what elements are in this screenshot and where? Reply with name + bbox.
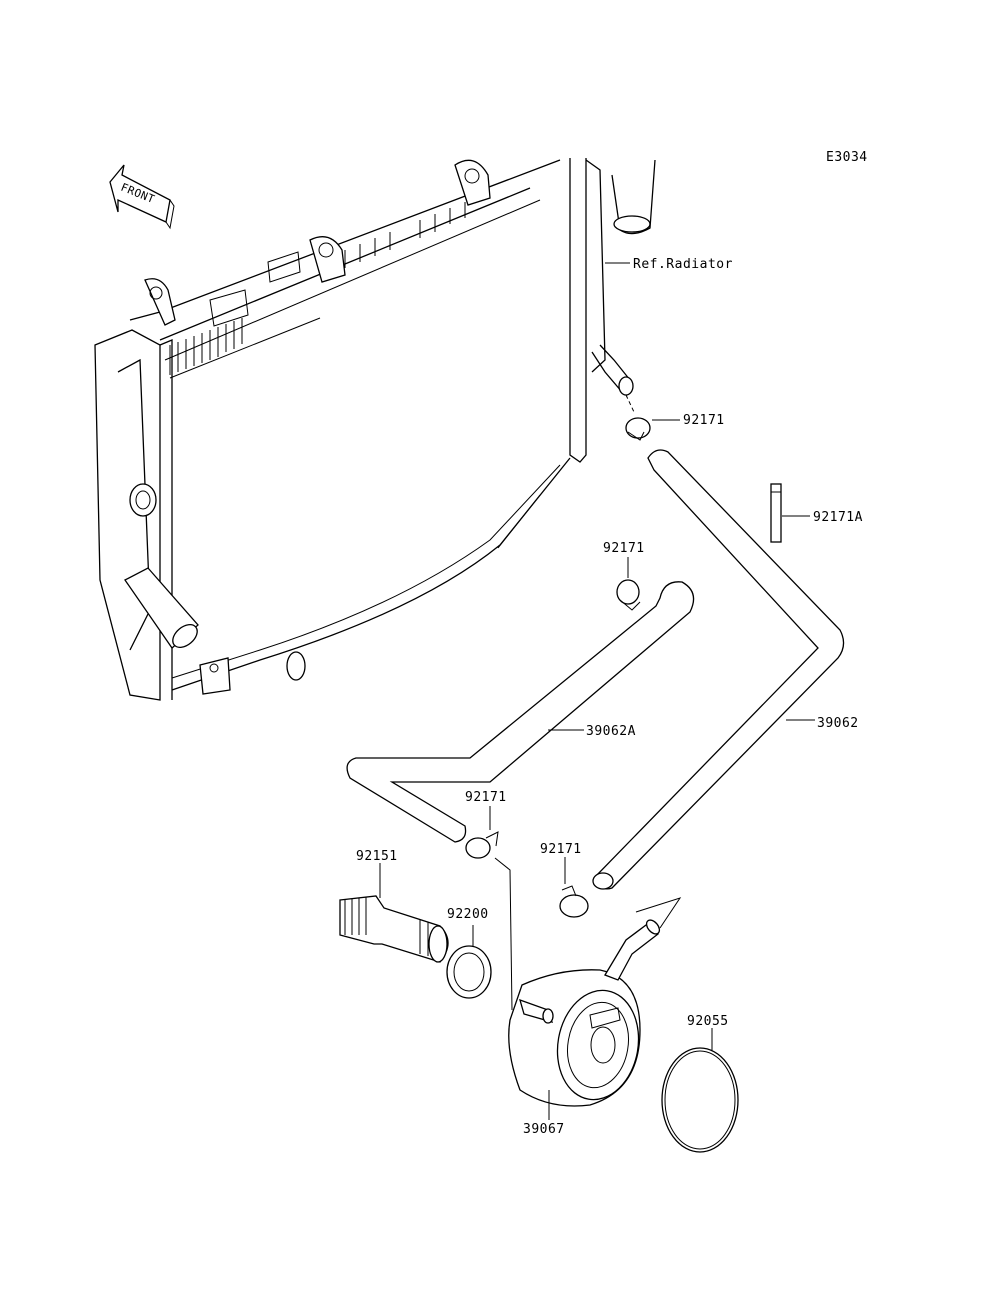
o-ring-label: 92055 (687, 1014, 729, 1029)
oil-cooler-icon (508, 897, 682, 1120)
connector-line (494, 857, 513, 1011)
clamp-lower-right-icon (559, 857, 589, 918)
o-ring-icon (661, 1028, 739, 1153)
clamp-mid-icon (616, 557, 641, 611)
band-strap-icon (770, 483, 810, 543)
clamp-mid-label: 92171 (603, 541, 645, 556)
clamp-top-icon (625, 394, 680, 441)
radiator-outline (94, 158, 656, 701)
bolt-fitting-icon (339, 863, 449, 963)
gasket-ring-icon (446, 925, 492, 999)
ref-radiator-label: Ref.Radiator (633, 257, 733, 272)
hose-39062 (592, 449, 845, 890)
oil-cooler-label: 39067 (523, 1122, 565, 1137)
gasket-label: 92200 (447, 907, 489, 922)
front-arrow-icon: FRONT (109, 164, 175, 230)
clamp-lower-right-label: 92171 (540, 842, 582, 857)
hose-39062a (346, 581, 695, 843)
clamp-lower-left-label: 92171 (465, 790, 507, 805)
hose-b-label: 39062 (817, 716, 859, 731)
clamp-lower-left-icon (465, 806, 499, 859)
diagram-code: E3034 (826, 150, 868, 165)
clamp-top-label: 92171 (683, 413, 725, 428)
band-label: 92171A (813, 510, 863, 525)
hose-a-label: 39062A (586, 724, 636, 739)
bolt-label: 92151 (356, 849, 398, 864)
